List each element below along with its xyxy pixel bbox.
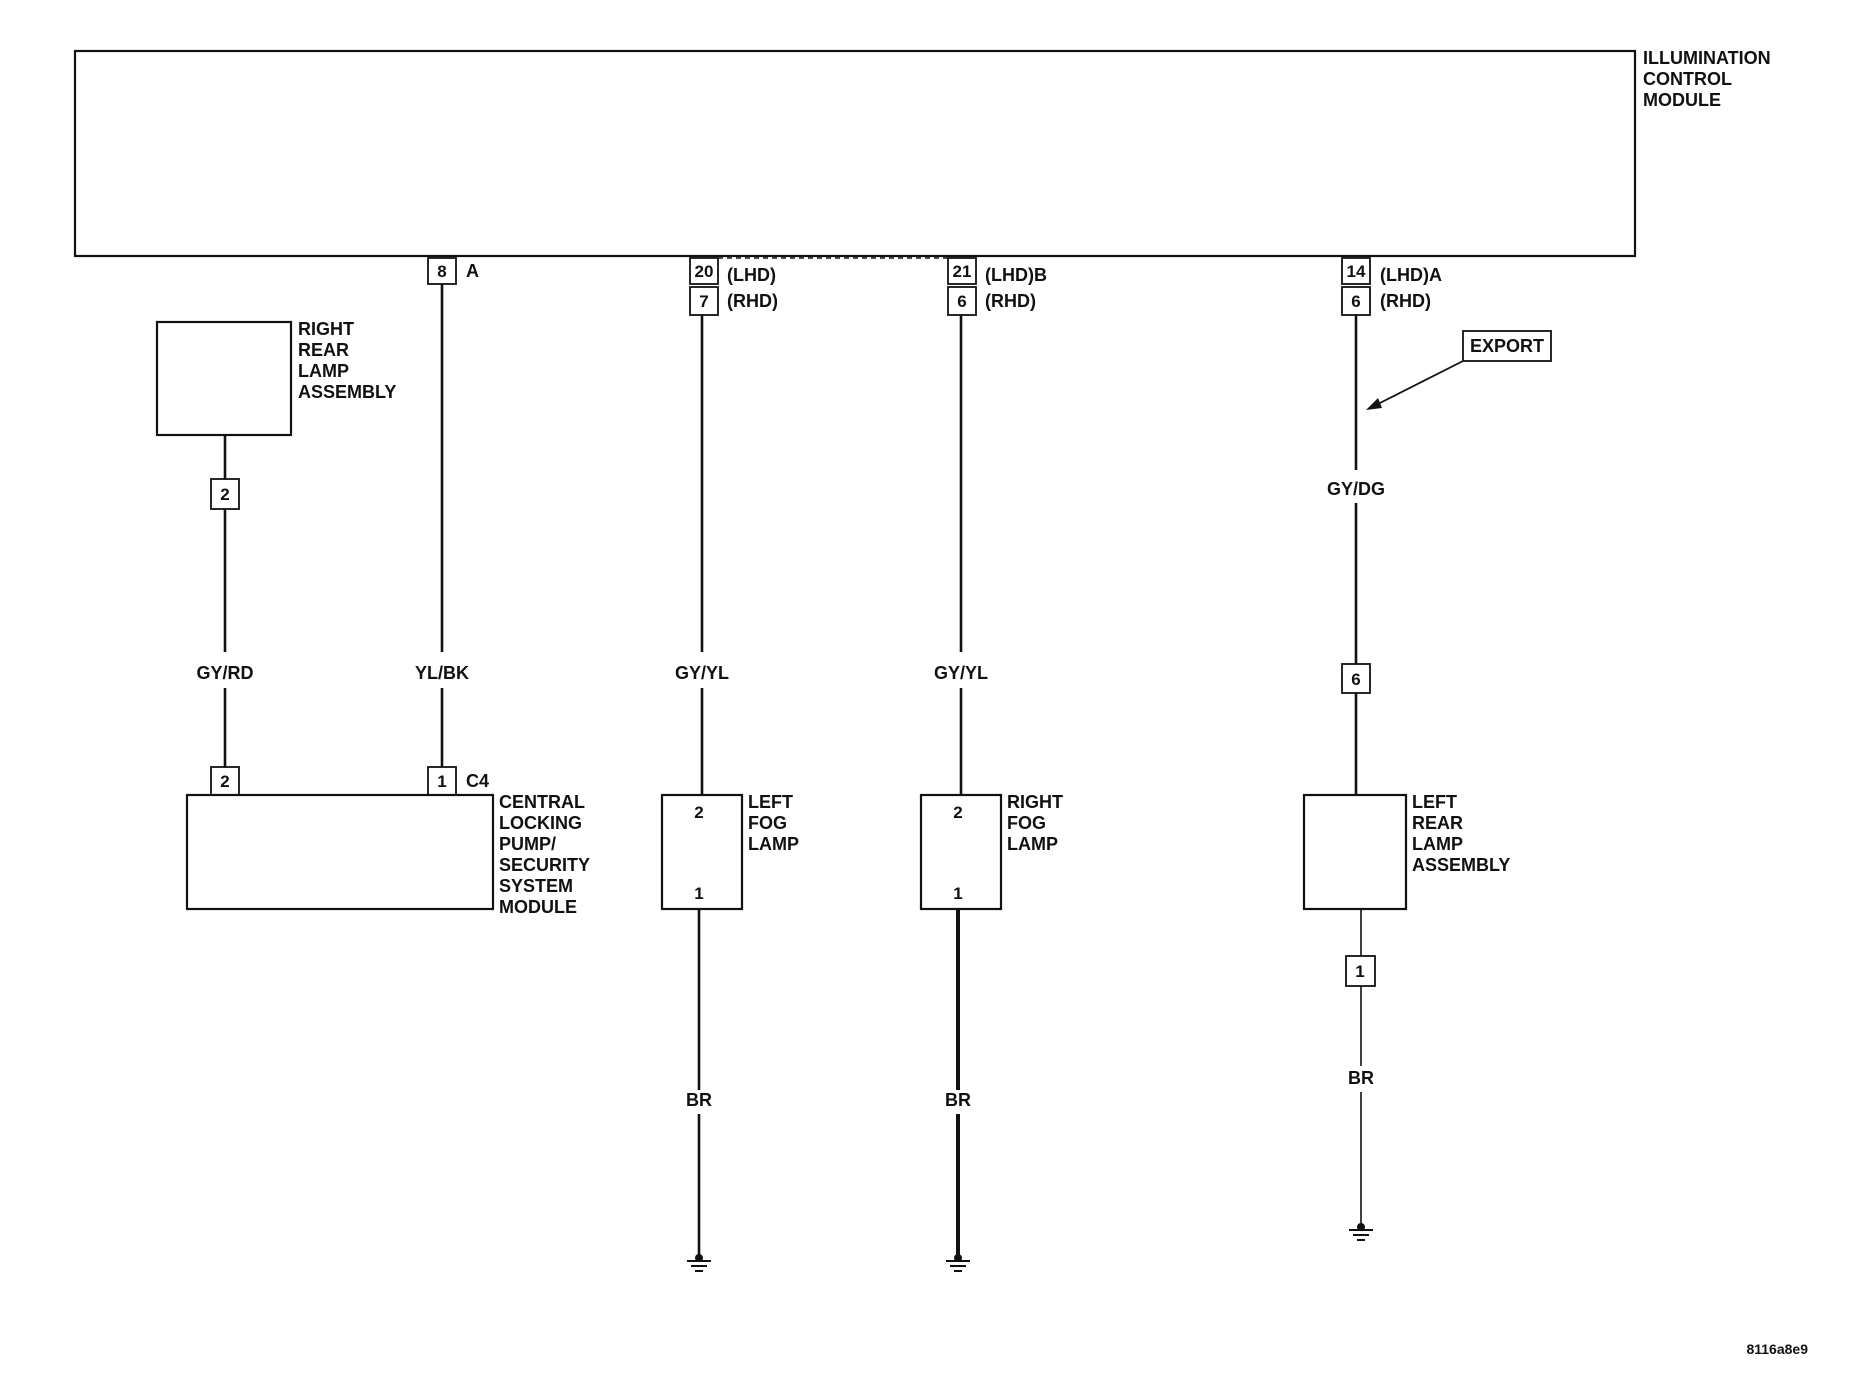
lfog-label-line3: LAMP <box>748 834 799 854</box>
icm-label-line3: MODULE <box>1643 90 1721 110</box>
rfog-label-line2: FOG <box>1007 813 1046 833</box>
clm-label-line6: MODULE <box>499 897 577 917</box>
inline-pin-6-box <box>1341 663 1371 694</box>
rrl-label-line4: ASSEMBLY <box>298 382 396 402</box>
wire-label-br-right: BR <box>945 1090 971 1110</box>
clm-pin-1-box <box>427 766 457 796</box>
inline-pin-6: 6 <box>1351 670 1360 689</box>
rfog-label-line3: LAMP <box>1007 834 1058 854</box>
illumination-control-module-box <box>73 49 1637 258</box>
icm-pin-21-variant: (LHD)B <box>985 265 1047 285</box>
ground-icon <box>1349 1223 1373 1241</box>
ground-icon <box>687 1254 711 1272</box>
rfog-label-line1: RIGHT <box>1007 792 1063 812</box>
right-rear-lamp-assembly-box <box>155 320 293 437</box>
icm-pin-6b: 6 <box>1351 292 1360 311</box>
wire-label-gy-yl-left: GY/YL <box>675 663 729 683</box>
wire-label-yl-bk: YL/BK <box>415 663 469 683</box>
export-arrow-line <box>1375 360 1464 406</box>
wire-label-br-left: BR <box>686 1090 712 1110</box>
icm-label-line1: ILLUMINATION <box>1643 48 1771 68</box>
clm-label-line1: CENTRAL <box>499 792 585 812</box>
clm-label-line3: PUMP/ <box>499 834 556 854</box>
rrl-pin-2: 2 <box>220 485 229 504</box>
left-rear-lamp-assembly-box <box>1302 793 1408 911</box>
clm-label-line4: SECURITY <box>499 855 590 875</box>
icm-pin-6a-variant: (RHD) <box>985 291 1036 311</box>
central-locking-module-box <box>185 793 495 911</box>
wire-label-gy-dg: GY/DG <box>1327 479 1385 499</box>
right-fog-lamp-box <box>919 793 1003 911</box>
lrl-label-line1: LEFT <box>1412 792 1457 812</box>
lrl-label-line3: LAMP <box>1412 834 1463 854</box>
clm-connector-c4: C4 <box>466 771 489 791</box>
icm-pin-21-box <box>947 257 977 285</box>
rrl-pin-2-box <box>210 478 240 510</box>
lfog-label-line1: LEFT <box>748 792 793 812</box>
rrl-label-line1: RIGHT <box>298 319 354 339</box>
icm-label-line2: CONTROL <box>1643 69 1732 89</box>
figure-code: 8116a8e9 <box>1746 1341 1808 1357</box>
export-callout-box <box>1462 330 1552 362</box>
icm-pin-21: 21 <box>953 262 972 281</box>
icm-pin-8: 8 <box>437 262 446 281</box>
wire-label-br-rear: BR <box>1348 1068 1374 1088</box>
lfog-pin-1: 1 <box>694 884 703 903</box>
wire-label-gy-yl-right: GY/YL <box>934 663 988 683</box>
ground-icon <box>946 1254 970 1272</box>
arrow-head-icon <box>1366 398 1382 410</box>
clm-pin-2: 2 <box>220 772 229 791</box>
icm-pin-6b-box <box>1341 286 1371 316</box>
rrl-label-line3: LAMP <box>298 361 349 381</box>
wire-label-gy-rd: GY/RD <box>196 663 253 683</box>
icm-pin-8-connector: A <box>466 261 479 281</box>
icm-pin-14-variant: (LHD)A <box>1380 265 1442 285</box>
lrl-label-line2: REAR <box>1412 813 1463 833</box>
lrl-pin-1: 1 <box>1355 962 1364 981</box>
icm-pin-6a: 6 <box>957 292 966 311</box>
left-fog-lamp-box <box>660 793 744 911</box>
lrl-label-line4: ASSEMBLY <box>1412 855 1510 875</box>
icm-pin-6b-variant: (RHD) <box>1380 291 1431 311</box>
clm-pin-1: 1 <box>437 772 446 791</box>
rrl-label-line2: REAR <box>298 340 349 360</box>
icm-pin-7: 7 <box>699 292 708 311</box>
clm-label-line2: LOCKING <box>499 813 582 833</box>
icm-pin-7-variant: (RHD) <box>727 291 778 311</box>
rfog-pin-1: 1 <box>953 884 962 903</box>
icm-pin-20-box <box>689 257 719 285</box>
rfog-pin-2: 2 <box>953 803 962 822</box>
export-label: EXPORT <box>1470 336 1544 356</box>
lfog-pin-2: 2 <box>694 803 703 822</box>
icm-pin-14: 14 <box>1347 262 1366 281</box>
lfog-label-line2: FOG <box>748 813 787 833</box>
icm-pin-20-variant: (LHD) <box>727 265 776 285</box>
icm-pin-6a-box <box>947 286 977 316</box>
icm-pin-7-box <box>689 286 719 316</box>
clm-label-line5: SYSTEM <box>499 876 573 896</box>
icm-pin-20: 20 <box>695 262 714 281</box>
icm-pin-14-box <box>1341 257 1371 285</box>
